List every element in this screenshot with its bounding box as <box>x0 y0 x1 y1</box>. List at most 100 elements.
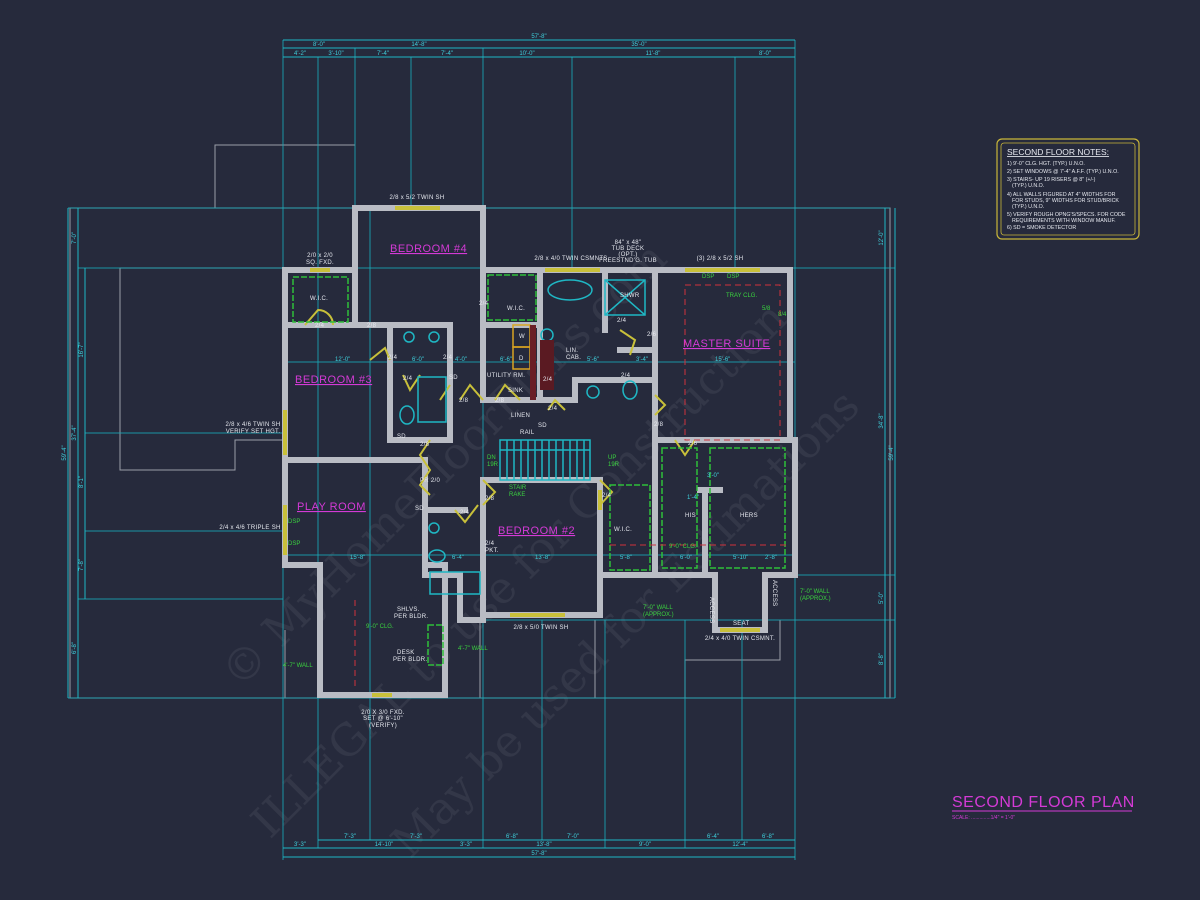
notes-heading: SECOND FLOOR NOTES: <box>1007 147 1109 157</box>
dim-left: 16'-7" <box>79 342 85 357</box>
label-shelves: SHLVS. <box>397 607 420 613</box>
window-note: 2/4 x 4/6 TRIPLE SH <box>219 525 280 531</box>
stair <box>499 439 591 481</box>
dim-left: 7'-8" <box>79 559 85 571</box>
door-tag: 2/4 <box>617 318 627 324</box>
smoke-detector: SD <box>397 434 406 440</box>
window-note: SQ. FXD. <box>306 260 334 266</box>
dim-bottom-overall: 57'-8" <box>531 851 546 857</box>
stair-rake-note: STAIR <box>509 485 527 491</box>
dim-interior: 4'-0" <box>455 357 467 363</box>
plan-title: SECOND FLOOR PLAN SCALE: ..............1… <box>952 794 1134 821</box>
label-utility-room: UTILITY RM. <box>487 373 525 379</box>
label-lin-cab: LIN. <box>566 348 578 354</box>
door-tag: 2/6 <box>688 441 698 447</box>
window-note: 2/0 x 2/0 <box>307 253 333 259</box>
smoke-detector: SD <box>538 423 547 429</box>
note-line: REQUIREMENTS WITH WINDOW MANUF. <box>1012 218 1116 224</box>
window-note: 2/0 X 3/0 FXD. <box>361 710 405 716</box>
ceiling-wall-notes: TRAY CLG. 5/8 8/4 DSP DSP DSP DSP 9'-0" … <box>283 274 831 669</box>
dim-right: 8'-8" <box>879 653 885 665</box>
dim-right: 12'-0" <box>879 230 885 245</box>
windows <box>283 206 760 697</box>
door-tag: 2/4 <box>388 355 398 361</box>
dim-interior: 6'-6" <box>500 357 512 363</box>
note-line: 3) STAIRS- UP 19 RISERS @ 8" (+/-) <box>1007 177 1096 183</box>
ceiling-note: 9'-0" CLG. <box>366 624 394 630</box>
left-dimensions: 59'-4" 7'-0" 37'-4" 6'-8" 16'-7" 8'-1" 7… <box>62 208 86 698</box>
wall-note: (APPROX.) <box>643 612 674 618</box>
wall-note: 7'-0" WALL <box>800 589 830 595</box>
dim-bottom: 7'-3" <box>344 834 356 840</box>
dim-interior: 5'-6" <box>587 357 599 363</box>
window-note: SET @ 6'-10" <box>363 716 403 722</box>
label-powder-door: PR 2/0 <box>420 478 441 484</box>
dim-left-overall: 59'-4" <box>62 445 68 460</box>
plan-scale: SCALE: ..............1/4" = 1'-0" <box>952 815 1015 821</box>
room-play-room: PLAY ROOM <box>297 501 366 513</box>
door-tag: 2/4 <box>460 510 470 516</box>
dim-interior: 6'-4" <box>452 555 464 561</box>
room-bedroom-2: BEDROOM #2 <box>498 525 575 537</box>
label-desk: DESK <box>397 650 415 656</box>
window-note: (3) 2/8 x 5/2 SH <box>697 256 744 262</box>
dim-top: 7'-4" <box>441 51 453 57</box>
door-tag: 2/8 <box>420 442 430 448</box>
second-floor-notes: SECOND FLOOR NOTES: 1) 9'-0" CLG. HGT. (… <box>996 138 1140 240</box>
label-access: ACCESS <box>708 597 714 623</box>
label-his: HIS <box>685 513 696 519</box>
dim-bottom: 7'-3" <box>410 834 422 840</box>
dim-interior: 12'-0" <box>335 357 350 363</box>
label-seat: SEAT <box>733 621 749 627</box>
dim-top: 3'-10" <box>328 51 343 57</box>
dim-top: 10'-0" <box>519 51 534 57</box>
ceiling-note: 9'-0" CLG. <box>669 544 697 550</box>
door-tag: 2/8 <box>485 496 495 502</box>
dim-top: 11'-8" <box>646 51 661 57</box>
dim-bottom: 7'-0" <box>567 834 579 840</box>
dim-bottom: 6'-4" <box>707 834 719 840</box>
dim-bottom: 3'-3" <box>460 842 472 848</box>
window-note: 84" x 48" <box>615 240 642 246</box>
interior-dimensions: 12'-0" 6'-0" 4'-0" 6'-6" 5'-6" 3'-4" 15'… <box>335 357 777 561</box>
wall-note: 7'-0" WALL <box>643 605 673 611</box>
dim-interior: 15'-8" <box>350 555 365 561</box>
window-note: 2/8 x 4/0 TWIN CSMNTS. <box>534 256 609 262</box>
wall-note: 4'-7" WALL <box>458 646 488 652</box>
note-line: 1) 9'-0" CLG. HGT. (TYP.) U.N.O. <box>1007 161 1085 167</box>
note: 8/4 <box>778 312 787 318</box>
misc-labels: W.I.C. W.I.C. W.I.C. UTILITY RM. SINK LI… <box>310 293 777 663</box>
dim-top: 35'-0" <box>631 42 646 48</box>
window-note: (OPT.) <box>618 252 637 258</box>
door-tag: 2/8 <box>367 323 377 329</box>
fixtures <box>399 279 646 595</box>
window-note: 2/8 x 5/2 TWIN SH <box>389 195 444 201</box>
right-dimensions: 12'-0" 34'-8" 5'-0" 8'-8" 59'-4" <box>879 208 896 698</box>
door-tag: 2/4 <box>443 355 453 361</box>
wall-note: 4'-7" WALL <box>283 663 313 669</box>
smoke-detector: SD <box>415 506 424 512</box>
window-notes: 2/8 x 5/2 TWIN SH 2/0 x 2/0 SQ. FXD. 2/8… <box>219 195 774 729</box>
label-rail: RAIL <box>520 430 535 436</box>
label-access: ACCESS <box>771 580 777 606</box>
dim-interior: 5'-10" <box>733 555 748 561</box>
dim-bottom: 13'-8" <box>536 842 551 848</box>
note-line: 6) SD = SMOKE DETECTOR <box>1007 225 1076 231</box>
dsp-note: DSP <box>702 274 714 280</box>
label-sink: SINK <box>508 388 523 394</box>
walls <box>282 205 798 698</box>
dim-bottom: 6'-8" <box>762 834 774 840</box>
window-note: 2/8 x 4/6 TWIN SH <box>225 422 280 428</box>
label-pocket-door: 2/4 <box>485 541 495 547</box>
room-labels: BEDROOM #4 BEDROOM #3 MASTER SUITE PLAY … <box>295 243 770 537</box>
dim-interior: 15'-6" <box>715 357 730 363</box>
dim-bottom: 6'-8" <box>506 834 518 840</box>
door-tag: 2/8 <box>495 398 505 404</box>
door-tag: 2/6 <box>647 332 657 338</box>
dim-top: 8'-0" <box>313 42 325 48</box>
room-bedroom-4: BEDROOM #4 <box>390 243 467 255</box>
dim-interior: 1'-4" <box>687 495 699 501</box>
window-note: VERIFY SET HGT. <box>226 429 281 435</box>
dim-top: 4'-2" <box>294 51 306 57</box>
